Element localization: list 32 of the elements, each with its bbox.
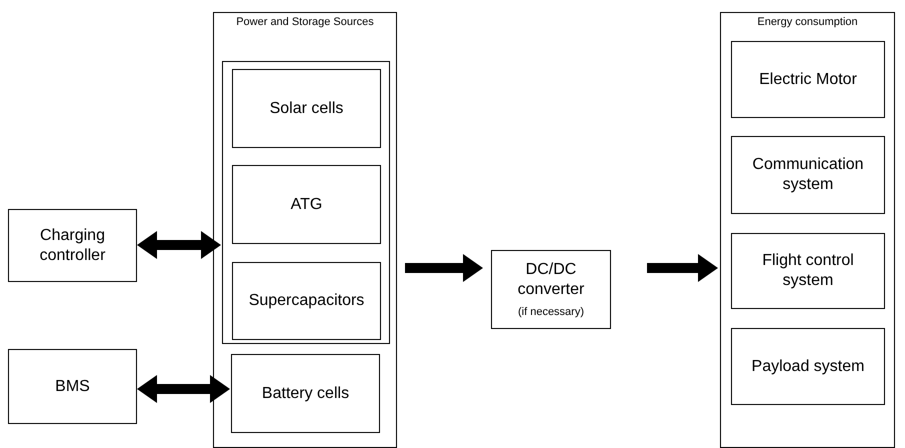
node-label: Supercapacitors: [248, 291, 364, 311]
process-box: [222, 61, 390, 344]
process-box: [232, 165, 381, 244]
group-title: Energy consumption: [756, 15, 859, 30]
process-box: [8, 209, 137, 282]
process-box: [232, 69, 381, 148]
node-label: Battery cells: [262, 384, 350, 404]
group-title: Power and Storage Sources: [235, 15, 375, 30]
node-label: DC/DC converter: [516, 260, 586, 300]
process-box: [491, 250, 611, 329]
group-box: [213, 12, 397, 448]
node-label: Solar cells: [270, 98, 344, 118]
node-label: Electric Motor: [759, 70, 857, 90]
node-label: Payload system: [752, 356, 864, 376]
node-label: Communication system: [751, 155, 865, 195]
process-box: [231, 354, 380, 433]
process-box: [731, 328, 885, 405]
block-arrow: [137, 375, 230, 403]
block-arrow: [647, 254, 718, 282]
process-box: [731, 233, 885, 309]
group-box: [720, 12, 895, 448]
process-box: [731, 136, 885, 214]
process-box: [731, 41, 885, 118]
node-label: Charging controller: [38, 226, 106, 266]
node-label: BMS: [55, 376, 90, 396]
process-box: [8, 349, 137, 424]
block-arrow: [405, 254, 483, 282]
block-arrow: [137, 231, 221, 259]
node-label: ATG: [290, 194, 322, 214]
node-note: (if necessary): [518, 304, 584, 320]
process-box: [232, 262, 381, 340]
node-label: Flight control system: [761, 251, 855, 291]
